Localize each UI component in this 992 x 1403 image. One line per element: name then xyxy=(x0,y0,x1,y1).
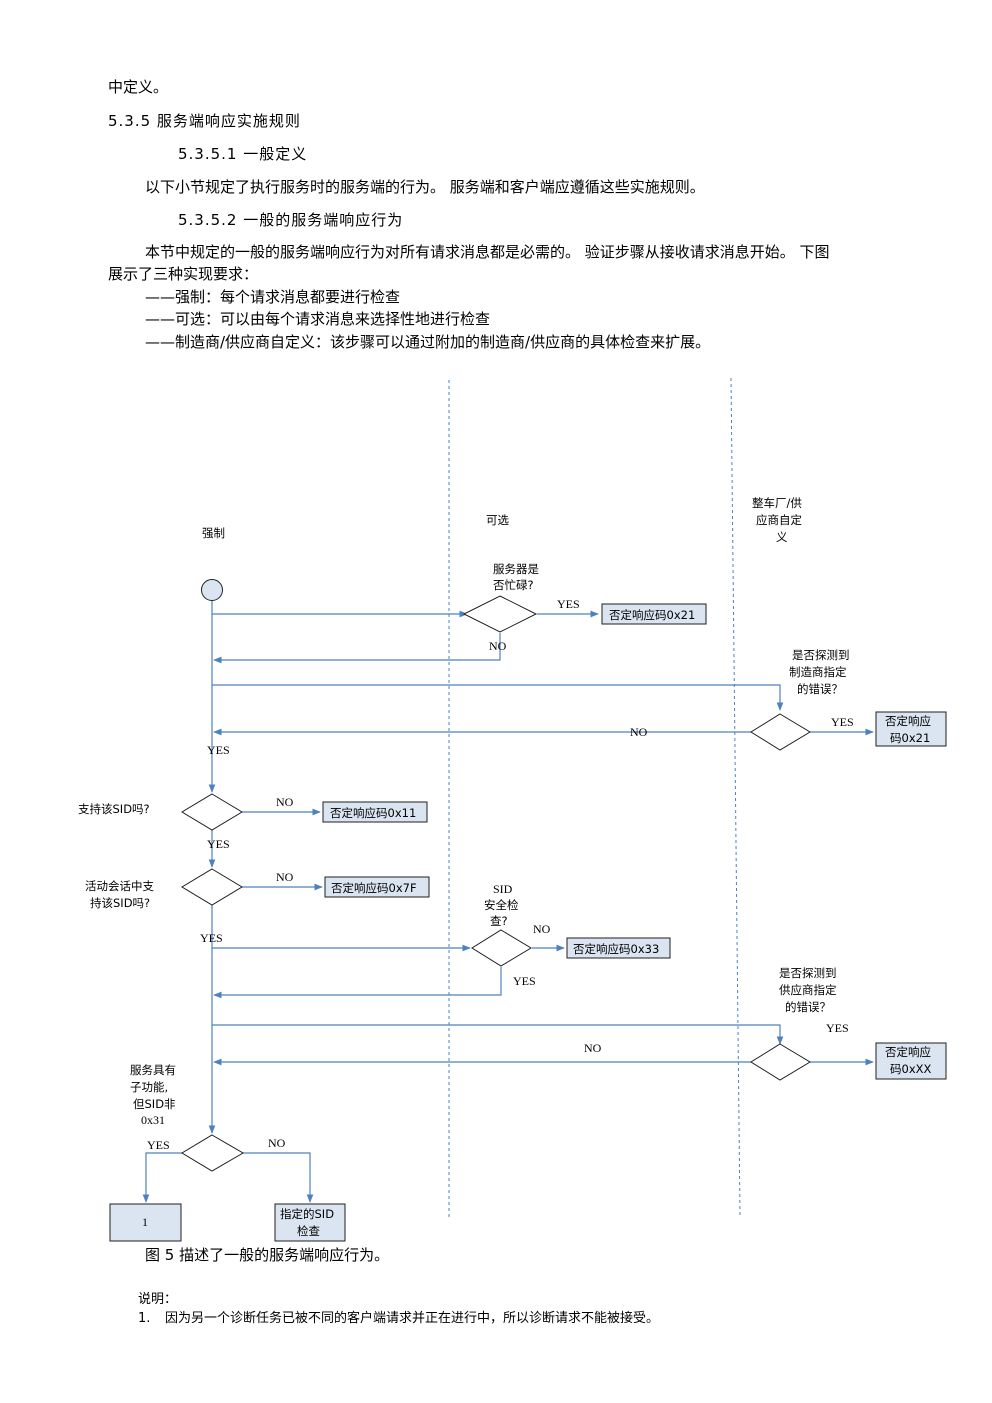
box-nrc-0x11 xyxy=(322,801,428,823)
box-nrc-0x7f xyxy=(324,876,430,898)
label-trunk-yes-1: YES xyxy=(207,743,230,757)
label-specific-sid-check-line2: 检查 xyxy=(297,1224,320,1238)
box-specific-sid-check xyxy=(274,1203,346,1242)
label-subfunction-yes: YES xyxy=(147,1138,170,1152)
column-label-optional: 可选 xyxy=(486,513,509,527)
label-oem-yes: YES xyxy=(831,715,854,729)
label-supplier-no: NO xyxy=(584,1041,602,1055)
box-nrc-0x33 xyxy=(566,937,671,959)
decision-busy xyxy=(462,595,538,633)
label-subfunction-line3: 但SID非 xyxy=(133,1097,176,1111)
decision-session xyxy=(181,868,243,906)
arrow-to-supplier-check xyxy=(212,1024,784,1045)
label-trunk-yes-3: YES xyxy=(200,931,223,945)
label-subfunction-line2: 子功能, xyxy=(130,1080,168,1094)
label-session-line2: 持该SID吗? xyxy=(90,896,150,910)
label-trunk-yes-2: YES xyxy=(207,837,230,851)
label-oem-no: NO xyxy=(630,725,648,739)
paragraph-2-line-2: 展示了三种实现要求： xyxy=(108,265,259,283)
start-node xyxy=(201,579,223,601)
arrow-busy-no xyxy=(213,633,501,664)
paragraph-2-line-1: 本节中规定的一般的服务端响应行为对所有请求消息都是必需的。 验证步骤从接收请求消… xyxy=(145,243,830,261)
label-nrc-0xxx-line1: 否定响应 xyxy=(885,1045,931,1059)
label-sid-no: NO xyxy=(276,795,294,809)
column-label-oem-line3: 义 xyxy=(776,530,788,544)
list-item-oem: ——制造商/供应商自定义：该步骤可以通过附加的制造商/供应商的具体检查来扩展。 xyxy=(145,333,711,351)
decision-security xyxy=(471,929,532,967)
text-line-continuation: 中定义。 xyxy=(108,78,169,96)
label-nrc-0x21-busy: 否定响应码0x21 xyxy=(609,608,695,622)
column-label-mandatory: 强制 xyxy=(202,526,225,540)
arrow-subfunction-yes xyxy=(142,1152,183,1203)
column-label-oem-line2: 应商自定 xyxy=(756,513,802,527)
label-session-line1: 活动会话中支 xyxy=(85,879,154,893)
label-nrc-0xxx-line2: 码0xXX xyxy=(890,1062,932,1076)
note-title: 说明： xyxy=(138,1292,178,1307)
label-security-line1: SID xyxy=(493,882,513,896)
label-busy-no: NO xyxy=(489,639,507,653)
box-reference-1 xyxy=(109,1203,182,1242)
label-session-no: NO xyxy=(276,870,294,884)
box-nrc-0xxx xyxy=(875,1042,947,1080)
label-oem-error-line1: 是否探测到 xyxy=(792,648,850,662)
label-supplier-error-line3: 的错误？ xyxy=(785,1000,831,1014)
label-subfunction-line4: 0x31 xyxy=(141,1113,165,1127)
label-sid-supported: 支持该SID吗? xyxy=(78,802,150,816)
arrow-to-oem-check xyxy=(212,684,784,711)
label-nrc-0x33: 否定响应码0x33 xyxy=(573,942,659,956)
label-security-line2: 安全检 xyxy=(484,898,519,912)
decision-sid-supported xyxy=(181,793,243,831)
paragraph-1: 以下小节规定了执行服务时的服务端的行为。 服务端和客户端应遵循这些实施规则。 xyxy=(145,178,705,196)
list-item-optional: ——可选：可以由每个请求消息来选择性地进行检查 xyxy=(145,310,491,328)
label-busy-yes: YES xyxy=(557,597,580,611)
label-supplier-error-line2: 供应商指定 xyxy=(779,983,837,997)
heading-5-3-5-1: 5.3.5.1 一般定义 xyxy=(178,145,308,163)
label-nrc-0x21-oem-line1: 否定响应 xyxy=(885,714,931,728)
label-subfunction-line1: 服务具有 xyxy=(130,1063,176,1077)
label-security-yes: YES xyxy=(513,974,536,988)
column-divider-oem xyxy=(730,377,741,1217)
label-busy-line1: 服务器是 xyxy=(493,562,539,576)
label-supplier-error-line1: 是否探测到 xyxy=(779,966,837,980)
note-1-text: 因为另一个诊断任务已被不同的客户端请求并正在进行中，所以诊断请求不能被接受。 xyxy=(165,1311,660,1326)
box-nrc-0x21-oem xyxy=(875,711,947,747)
note-1-number: 1. xyxy=(138,1311,151,1326)
label-security-no: NO xyxy=(533,922,551,936)
heading-5-3-5-2: 5.3.5.2 一般的服务端响应行为 xyxy=(178,211,404,229)
decision-oem-error xyxy=(750,713,811,751)
label-security-line3: 查? xyxy=(490,914,508,928)
column-label-oem-line1: 整车厂/供 xyxy=(752,496,802,510)
decision-supplier-error xyxy=(750,1043,811,1081)
label-nrc-0x7f: 否定响应码0x7F xyxy=(331,881,417,895)
label-oem-error-line3: 的错误？ xyxy=(797,682,843,696)
label-oem-error-line2: 制造商指定 xyxy=(789,665,847,679)
label-specific-sid-check-line1: 指定的SID xyxy=(280,1207,334,1221)
label-subfunction-no: NO xyxy=(268,1136,286,1150)
arrow-security-yes xyxy=(213,967,502,999)
label-nrc-0x21-oem-line2: 码0x21 xyxy=(890,731,930,745)
heading-5-3-5: 5.3.5 服务端响应实施规则 xyxy=(108,112,301,130)
label-busy-line2: 否忙碌? xyxy=(493,578,534,592)
box-nrc-0x21-busy xyxy=(601,603,707,625)
list-item-mandatory: ——强制：每个请求消息都要进行检查 xyxy=(145,288,401,306)
label-supplier-yes: YES xyxy=(826,1021,849,1035)
label-reference-1: 1 xyxy=(142,1215,148,1229)
figure-caption: 图 5 描述了一般的服务端响应行为。 xyxy=(145,1246,390,1264)
label-nrc-0x11: 否定响应码0x11 xyxy=(330,806,416,820)
arrow-subfunction-no xyxy=(242,1152,314,1203)
decision-subfunction xyxy=(181,1134,244,1172)
